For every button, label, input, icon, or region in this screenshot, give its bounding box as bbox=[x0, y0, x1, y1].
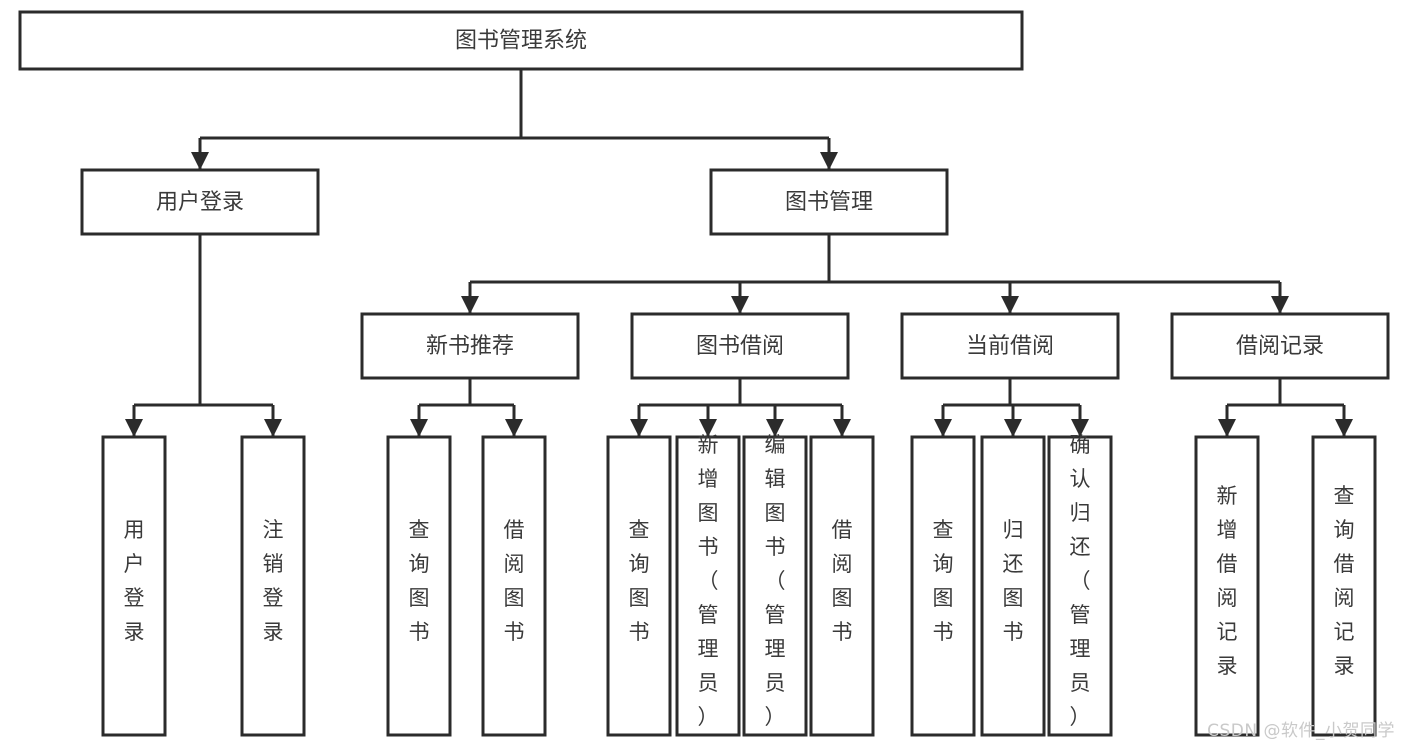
node-box-leaf-confirm-return bbox=[1047, 435, 1113, 737]
arrow-icon-leaf-user-login bbox=[125, 419, 143, 437]
node-box-new-book-recommend bbox=[360, 312, 580, 380]
node-leaf-add-record[interactable]: 新增借阅记录 bbox=[1194, 435, 1260, 737]
node-label-leaf-query-book-3: 查询图书 bbox=[933, 518, 954, 644]
node-label-borrow-record: 借阅记录 bbox=[1236, 334, 1324, 359]
node-box-leaf-return-book bbox=[980, 435, 1046, 737]
node-label-leaf-user-logout: 注销登录 bbox=[263, 518, 284, 644]
arrow-icon-book-borrow bbox=[731, 296, 749, 314]
node-user-login[interactable]: 用户登录 bbox=[80, 168, 320, 236]
node-label-leaf-borrow-book-1: 借阅图书 bbox=[504, 518, 525, 644]
node-new-book-recommend[interactable]: 新书推荐 bbox=[360, 312, 580, 380]
arrow-icon-borrow-record bbox=[1271, 296, 1289, 314]
node-box-leaf-borrow-book-2 bbox=[809, 435, 875, 737]
node-box-leaf-user-login bbox=[101, 435, 167, 737]
arrow-icon-leaf-add-record bbox=[1218, 419, 1236, 437]
arrow-icon-leaf-borrow-book-1 bbox=[505, 419, 523, 437]
node-leaf-borrow-book-2[interactable]: 借阅图书 bbox=[809, 435, 875, 737]
arrow-icon-leaf-query-record bbox=[1335, 419, 1353, 437]
node-leaf-user-login[interactable]: 用户登录 bbox=[101, 435, 167, 737]
edges-layer bbox=[125, 69, 1353, 437]
node-box-leaf-add-book bbox=[675, 435, 741, 737]
node-box-leaf-add-record bbox=[1194, 435, 1260, 737]
arrow-icon-leaf-query-book-1 bbox=[410, 419, 428, 437]
node-box-user-login bbox=[80, 168, 320, 236]
edge-group-user-login bbox=[125, 234, 282, 437]
arrow-icon-leaf-query-book-3 bbox=[934, 419, 952, 437]
node-box-book-manage bbox=[709, 168, 949, 236]
edge-group-borrow-record bbox=[1218, 378, 1353, 437]
node-leaf-edit-book[interactable]: 编辑图书（管理员） bbox=[742, 433, 808, 737]
edge-group-new-book-recommend bbox=[410, 378, 523, 437]
arrow-icon-leaf-return-book bbox=[1004, 419, 1022, 437]
edge-group-book-borrow bbox=[630, 378, 851, 437]
node-leaf-query-book-2[interactable]: 查询图书 bbox=[606, 435, 672, 737]
arrow-icon-leaf-borrow-book-2 bbox=[833, 419, 851, 437]
node-box-leaf-user-logout bbox=[240, 435, 306, 737]
node-box-leaf-query-book-2 bbox=[606, 435, 672, 737]
node-box-leaf-query-record bbox=[1311, 435, 1377, 737]
node-label-user-login: 用户登录 bbox=[156, 190, 244, 215]
node-label-leaf-query-book-2: 查询图书 bbox=[629, 518, 650, 644]
edge-group-root bbox=[191, 69, 838, 170]
node-label-root: 图书管理系统 bbox=[455, 29, 587, 54]
arrow-icon-book-manage bbox=[820, 152, 838, 170]
node-box-borrow-record bbox=[1170, 312, 1390, 380]
arrow-icon-user-login bbox=[191, 152, 209, 170]
node-leaf-borrow-book-1[interactable]: 借阅图书 bbox=[481, 435, 547, 737]
node-box-leaf-query-book-3 bbox=[910, 435, 976, 737]
node-label-leaf-add-record: 新增借阅记录 bbox=[1217, 484, 1238, 678]
node-leaf-return-book[interactable]: 归还图书 bbox=[980, 435, 1046, 737]
arrow-icon-leaf-add-book bbox=[699, 419, 717, 437]
node-label-leaf-borrow-book-2: 借阅图书 bbox=[832, 518, 853, 644]
node-book-manage[interactable]: 图书管理 bbox=[709, 168, 949, 236]
node-book-borrow[interactable]: 图书借阅 bbox=[630, 312, 850, 380]
node-label-leaf-query-record: 查询借阅记录 bbox=[1334, 484, 1355, 678]
node-label-current-borrow: 当前借阅 bbox=[966, 334, 1054, 359]
node-box-leaf-borrow-book-1 bbox=[481, 435, 547, 737]
node-leaf-add-book[interactable]: 新增图书（管理员） bbox=[675, 433, 741, 737]
arrow-icon-leaf-edit-book bbox=[766, 419, 784, 437]
node-label-leaf-user-login: 用户登录 bbox=[124, 518, 145, 644]
node-leaf-query-book-3[interactable]: 查询图书 bbox=[910, 435, 976, 737]
node-root[interactable]: 图书管理系统 bbox=[18, 10, 1024, 71]
nodes-layer: 图书管理系统用户登录图书管理新书推荐图书借阅当前借阅借阅记录用户登录注销登录查询… bbox=[18, 10, 1390, 737]
node-label-new-book-recommend: 新书推荐 bbox=[426, 334, 514, 359]
node-label-book-manage: 图书管理 bbox=[785, 190, 873, 215]
node-borrow-record[interactable]: 借阅记录 bbox=[1170, 312, 1390, 380]
node-leaf-user-logout[interactable]: 注销登录 bbox=[240, 435, 306, 737]
edge-group-book-manage bbox=[461, 234, 1289, 314]
node-leaf-query-book-1[interactable]: 查询图书 bbox=[386, 435, 452, 737]
node-box-leaf-edit-book bbox=[742, 435, 808, 737]
node-box-current-borrow bbox=[900, 312, 1120, 380]
edge-group-current-borrow bbox=[934, 378, 1089, 437]
node-leaf-confirm-return[interactable]: 确认归还（管理员） bbox=[1047, 433, 1113, 737]
arrow-icon-new-book-recommend bbox=[461, 296, 479, 314]
arrow-icon-leaf-user-logout bbox=[264, 419, 282, 437]
node-label-leaf-return-book: 归还图书 bbox=[1003, 518, 1024, 644]
node-label-leaf-query-book-1: 查询图书 bbox=[409, 518, 430, 644]
node-label-leaf-add-book: 新增图书（管理员） bbox=[698, 433, 719, 729]
node-box-root bbox=[18, 10, 1024, 71]
node-box-leaf-query-book-1 bbox=[386, 435, 452, 737]
node-label-leaf-edit-book: 编辑图书（管理员） bbox=[765, 433, 786, 729]
node-label-book-borrow: 图书借阅 bbox=[696, 334, 784, 359]
arrow-icon-current-borrow bbox=[1001, 296, 1019, 314]
node-current-borrow[interactable]: 当前借阅 bbox=[900, 312, 1120, 380]
node-label-leaf-confirm-return: 确认归还（管理员） bbox=[1070, 433, 1091, 729]
node-leaf-query-record[interactable]: 查询借阅记录 bbox=[1311, 435, 1377, 737]
arrow-icon-leaf-confirm-return bbox=[1071, 419, 1089, 437]
node-box-book-borrow bbox=[630, 312, 850, 380]
arrow-icon-leaf-query-book-2 bbox=[630, 419, 648, 437]
